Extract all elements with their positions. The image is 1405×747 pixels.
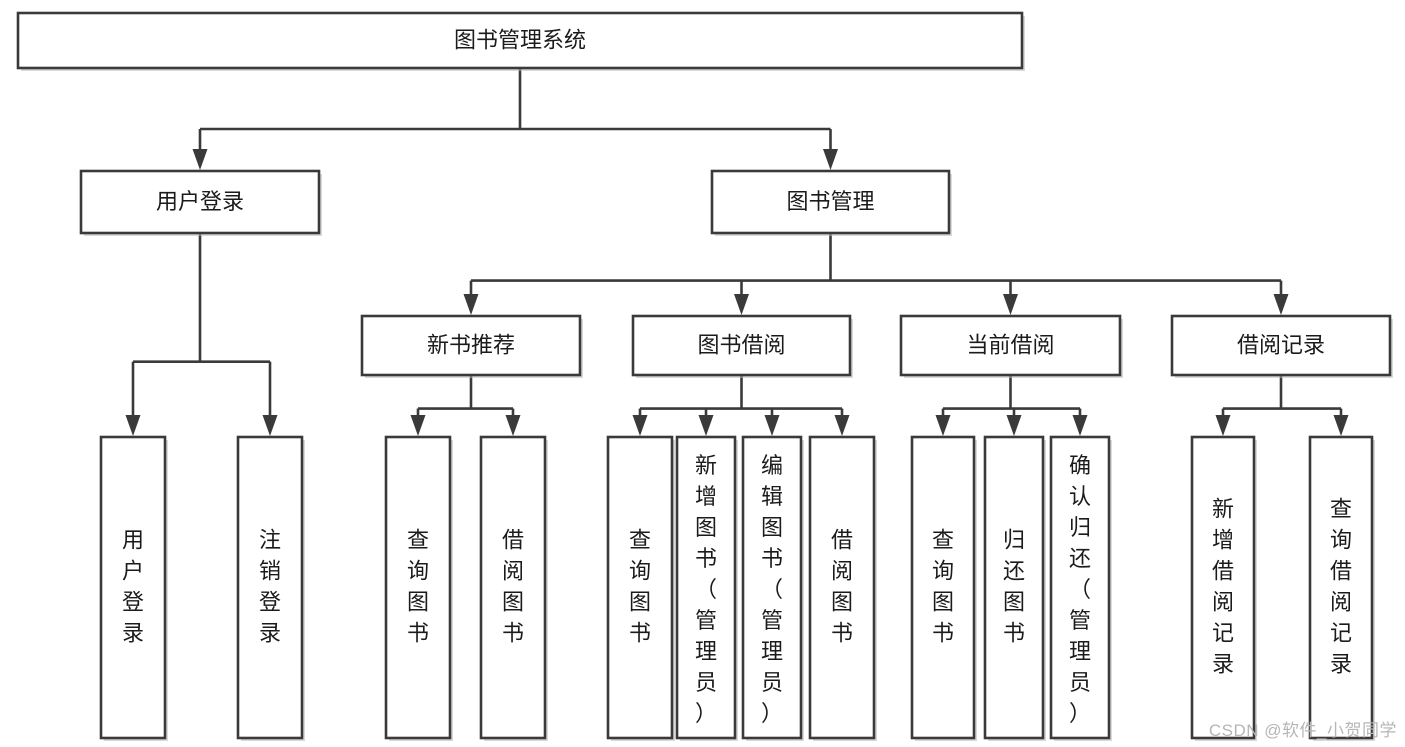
- node-label: 查询图书: [629, 528, 651, 646]
- node-user-login[interactable]: 用户登录: [79, 169, 322, 236]
- arrow-head-icon: [764, 415, 780, 436]
- connector-group-root: [192, 68, 838, 170]
- node-rect[interactable]: [631, 314, 852, 377]
- arrow-head-icon: [262, 415, 278, 436]
- node-rect[interactable]: [236, 435, 304, 740]
- watermark-text: CSDN @软件_小贺同学: [1208, 721, 1397, 740]
- node-root[interactable]: 图书管理系统: [16, 11, 1025, 71]
- arrow-head-icon: [834, 415, 850, 436]
- arrow-head-icon: [935, 415, 951, 436]
- node-rect[interactable]: [1308, 435, 1374, 740]
- node-leaf-confirm-return[interactable]: 确认归还（管理员）: [1049, 435, 1112, 741]
- node-borrow-record[interactable]: 借阅记录: [1170, 314, 1393, 378]
- node-rect[interactable]: [899, 314, 1122, 377]
- node-label: 借阅图书: [831, 528, 853, 646]
- node-label: 新增图书（管理员）: [695, 453, 717, 726]
- arrow-head-icon: [192, 149, 208, 170]
- arrow-head-icon: [823, 149, 838, 170]
- node-rect[interactable]: [99, 435, 167, 740]
- connectors-layer: [125, 68, 1349, 436]
- node-rect[interactable]: [1190, 435, 1256, 740]
- node-leaf-return-book[interactable]: 归还图书: [983, 435, 1046, 741]
- node-rect[interactable]: [710, 169, 951, 235]
- node-label: 借阅记录: [1237, 332, 1325, 357]
- node-rect[interactable]: [16, 11, 1024, 70]
- node-rect[interactable]: [1049, 435, 1111, 740]
- node-label: 注销登录: [259, 528, 281, 646]
- arrow-head-icon: [734, 294, 749, 315]
- connector-group-new_book_rec: [410, 375, 521, 436]
- arrow-head-icon: [505, 415, 521, 436]
- connector-group-book_manage: [463, 233, 1289, 315]
- arrow-head-icon: [1215, 415, 1231, 436]
- node-label: 当前借阅: [966, 332, 1054, 357]
- arrow-head-icon: [410, 415, 426, 436]
- node-label: 用户登录: [156, 189, 244, 214]
- connector-group-current_borrow: [935, 375, 1088, 436]
- node-rect[interactable]: [79, 169, 321, 235]
- node-current-borrow[interactable]: 当前借阅: [899, 314, 1123, 378]
- node-leaf-add-book[interactable]: 新增图书（管理员）: [675, 435, 738, 741]
- node-leaf-query-book-3[interactable]: 查询图书: [910, 435, 977, 741]
- node-rect[interactable]: [479, 435, 547, 740]
- node-leaf-user-login[interactable]: 用户登录: [99, 435, 168, 741]
- node-leaf-borrow-book-2[interactable]: 借阅图书: [808, 435, 877, 741]
- node-leaf-query-book-2[interactable]: 查询图书: [606, 435, 675, 741]
- node-rect[interactable]: [606, 435, 674, 740]
- arrow-head-icon: [125, 415, 141, 436]
- node-rect[interactable]: [360, 314, 582, 377]
- node-label: 归还图书: [1003, 528, 1025, 646]
- node-rect[interactable]: [1170, 314, 1392, 377]
- node-label: 图书管理: [786, 189, 874, 214]
- arrow-head-icon: [463, 294, 479, 315]
- node-rect[interactable]: [675, 435, 737, 740]
- arrow-head-icon: [632, 415, 648, 436]
- nodes-layer: 图书管理系统用户登录图书管理新书推荐图书借阅当前借阅借阅记录用户登录注销登录查询…: [16, 11, 1393, 741]
- node-label: 借阅图书: [502, 528, 524, 646]
- node-rect[interactable]: [741, 435, 803, 740]
- node-label: 用户登录: [122, 528, 144, 646]
- arrow-head-icon: [1006, 415, 1022, 436]
- arrow-head-icon: [1003, 294, 1018, 315]
- node-label: 新增借阅记录: [1212, 497, 1234, 677]
- node-rect[interactable]: [910, 435, 976, 740]
- arrow-head-icon: [1072, 415, 1088, 436]
- node-leaf-logout[interactable]: 注销登录: [236, 435, 305, 741]
- arrow-head-icon: [1333, 415, 1349, 436]
- node-label: 编辑图书（管理员）: [761, 453, 783, 726]
- node-leaf-add-record[interactable]: 新增借阅记录: [1190, 435, 1257, 741]
- node-leaf-query-record[interactable]: 查询借阅记录: [1308, 435, 1375, 741]
- node-leaf-borrow-book-1[interactable]: 借阅图书: [479, 435, 548, 741]
- node-label: 图书管理系统: [454, 27, 586, 52]
- arrow-head-icon: [1273, 294, 1289, 315]
- connector-group-book_borrow: [632, 375, 850, 436]
- node-rect[interactable]: [808, 435, 876, 740]
- connector-group-borrow_record: [1215, 375, 1349, 436]
- connector-group-user_login: [125, 233, 278, 436]
- node-leaf-edit-book[interactable]: 编辑图书（管理员）: [741, 435, 804, 741]
- node-rect[interactable]: [384, 435, 452, 740]
- node-label: 图书借阅: [697, 332, 785, 357]
- arrow-head-icon: [698, 415, 714, 436]
- node-leaf-query-book-1[interactable]: 查询图书: [384, 435, 453, 741]
- node-book-manage[interactable]: 图书管理: [710, 169, 952, 236]
- node-label: 确认归还（管理员）: [1069, 453, 1091, 726]
- node-rect[interactable]: [983, 435, 1045, 740]
- node-new-book-rec[interactable]: 新书推荐: [360, 314, 583, 378]
- node-label: 新书推荐: [427, 332, 515, 357]
- node-book-borrow[interactable]: 图书借阅: [631, 314, 853, 378]
- node-label: 查询图书: [932, 528, 954, 646]
- node-label: 查询借阅记录: [1330, 497, 1352, 677]
- node-label: 查询图书: [407, 528, 429, 646]
